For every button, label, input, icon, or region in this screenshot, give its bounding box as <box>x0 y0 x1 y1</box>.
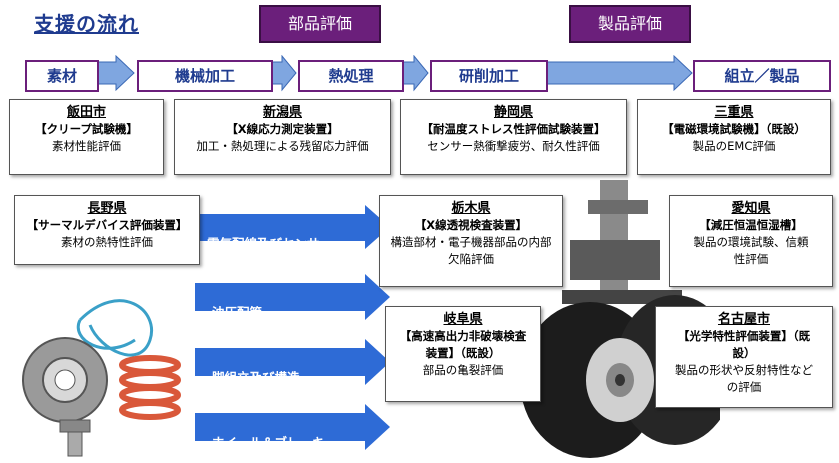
box-nagano-pref: 長野県 <box>87 201 127 216</box>
box-nagano-device: 【サーマルデバイス評価装置】 <box>26 218 188 232</box>
box-niigata: 新潟県 【X線応力測定装置】 加工・熱処理による残留応力評価 <box>174 99 391 175</box>
components-image <box>22 299 181 457</box>
process-flow-arrows <box>95 55 693 92</box>
arrow-wheel-brake: ホイール＆ブレーキ <box>212 435 325 450</box>
box-mie: 三重県 【電磁環境試験機】（既設） 製品のEMC評価 <box>637 99 831 175</box>
box-gifu-desc: 部品の亀裂評価 <box>422 363 504 377</box>
process-grinding: 研削加工 <box>430 60 548 92</box>
box-shizuoka-desc: センサー熱衝撃疲労、耐久性評価 <box>427 139 600 153</box>
box-aichi: 愛知県 【減圧恒温恒湿槽】 製品の環境試験、信頼性評価 <box>669 195 833 287</box>
box-mie-device: 【電磁環境試験機】（既設） <box>662 122 806 136</box>
box-tochigi: 栃木県 【X線透視検査装置】 構造部材・電子機器部品の内部欠陥評価 <box>379 195 563 287</box>
box-iida-pref: 飯田市 <box>66 105 106 120</box>
box-gifu-pref: 岐阜県 <box>443 312 483 327</box>
system-arrows <box>195 205 390 450</box>
box-nagoya-device: 【光学特性評価装置】（既設） <box>677 329 811 360</box>
box-shizuoka-pref: 静岡県 <box>493 105 533 120</box>
arrow-electrical-wiring: 電気配線及びセンサー <box>207 236 333 251</box>
box-nagoya: 名古屋市 【光学特性評価装置】（既設） 製品の形状や反射特性などの評価 <box>655 306 833 408</box>
box-aichi-pref: 愛知県 <box>731 201 771 216</box>
box-niigata-pref: 新潟県 <box>262 105 302 120</box>
process-heat-treatment: 熱処理 <box>298 60 404 92</box>
box-aichi-device: 【減圧恒温恒湿槽】 <box>699 218 803 232</box>
product-evaluation-label: 製品評価 <box>569 5 691 43</box>
box-shizuoka: 静岡県 【耐温度ストレス性評価試験装置】 センサー熱衝撃疲労、耐久性評価 <box>400 99 627 175</box>
process-machining: 機械加工 <box>137 60 273 92</box>
box-nagano-desc: 素材の熱特性評価 <box>61 235 153 249</box>
box-niigata-desc: 加工・熱処理による残留応力評価 <box>196 139 369 153</box>
page-title: 支援の流れ <box>34 12 139 36</box>
box-niigata-device: 【X線応力測定装置】 <box>226 122 339 136</box>
box-gifu: 岐阜県 【高速高出力非破壊検査装置】（既設） 部品の亀裂評価 <box>385 306 541 402</box>
box-mie-desc: 製品のEMC評価 <box>692 139 776 153</box>
box-tochigi-device: 【X線透視検査装置】 <box>414 218 528 232</box>
box-iida: 飯田市 【クリープ試験機】 素材性能評価 <box>9 99 164 175</box>
process-assembly-product: 組立／製品 <box>693 60 831 92</box>
box-iida-device: 【クリープ試験機】 <box>35 122 138 136</box>
box-iida-desc: 素材性能評価 <box>52 139 121 153</box>
box-nagano: 長野県 【サーマルデバイス評価装置】 素材の熱特性評価 <box>14 195 200 265</box>
parts-evaluation-label: 部品評価 <box>259 5 381 43</box>
box-gifu-device: 【高速高出力非破壊検査装置】（既設） <box>399 329 527 360</box>
box-tochigi-pref: 栃木県 <box>451 201 491 216</box>
box-mie-pref: 三重県 <box>714 105 754 120</box>
box-aichi-desc: 製品の環境試験、信頼性評価 <box>693 235 809 266</box>
arrow-hydraulic-piping: 油圧配管 <box>212 305 263 320</box>
box-nagoya-desc: 製品の形状や反射特性などの評価 <box>675 363 813 394</box>
box-tochigi-desc: 構造部材・電子機器部品の内部欠陥評価 <box>390 235 552 266</box>
arrow-leg-assembly: 脚組立及び構造 <box>212 370 300 385</box>
process-material: 素材 <box>25 60 99 92</box>
box-nagoya-pref: 名古屋市 <box>717 312 770 327</box>
box-shizuoka-device: 【耐温度ストレス性評価試験装置】 <box>421 122 606 136</box>
